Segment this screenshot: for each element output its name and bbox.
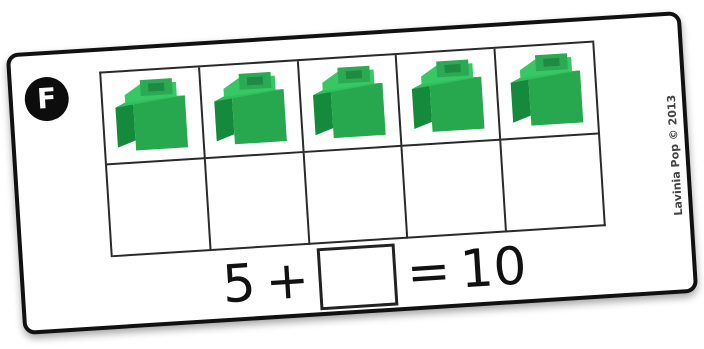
ten-frame-cell-empty — [304, 147, 408, 245]
ten-frame-cell-empty — [206, 153, 310, 251]
ten-frame-cell-filled — [200, 61, 304, 159]
credit-container: Lavinia Pop © 2013 — [661, 79, 688, 230]
task-card: F — [6, 11, 698, 335]
ten-frame-cell-filled — [101, 67, 205, 165]
answer-box[interactable] — [317, 243, 399, 310]
ten-frame-cell-empty — [403, 141, 507, 239]
green-cube-icon — [209, 67, 294, 152]
ten-frame-cell-filled — [397, 49, 501, 147]
equation-plus-sign: + — [264, 250, 311, 313]
ten-frame-cell-empty — [501, 134, 605, 232]
equation-addend: 5 — [221, 253, 258, 315]
ten-frame-cell-filled — [496, 43, 600, 141]
green-cube-icon — [110, 73, 195, 158]
ten-frame-cell-empty — [107, 159, 211, 257]
ten-frame-cell-filled — [298, 55, 402, 153]
equation-equals-sign: = — [405, 241, 452, 304]
ten-frame — [99, 41, 606, 258]
green-cube-icon — [504, 48, 589, 133]
equation-total: 10 — [458, 236, 528, 300]
card-letter-badge: F — [23, 76, 70, 123]
green-cube-icon — [307, 61, 392, 146]
copyright-credit: Lavinia Pop © 2013 — [664, 94, 685, 216]
green-cube-icon — [406, 54, 491, 139]
